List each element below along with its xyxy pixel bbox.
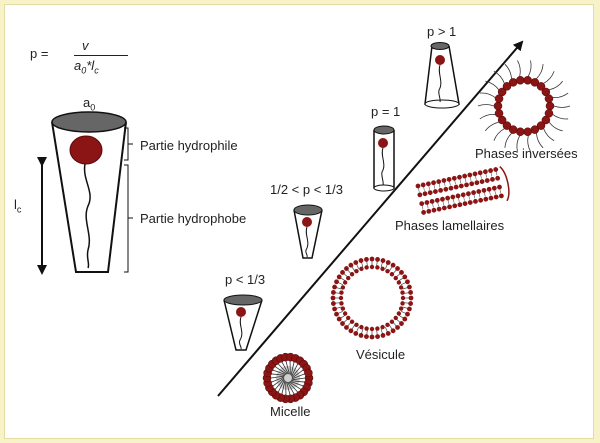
inverse-phase-structure [477, 60, 571, 152]
vesicle-label: Vésicule [356, 347, 406, 362]
hydrophobic-label: Partie hydrophobe [140, 211, 247, 226]
lamellar-label: Phases lamellaires [395, 218, 505, 233]
micelle-label: Micelle [270, 404, 311, 419]
hydrophilic-brace [124, 127, 133, 161]
inverted-cone-shape-4 [424, 42, 460, 109]
cone-length-label: lc [14, 197, 22, 215]
condition-label-4: p > 1 [427, 24, 457, 39]
cone-top-label: a0 [83, 95, 96, 113]
formula-numerator: v [82, 38, 89, 53]
formula-lhs: p = [30, 46, 49, 61]
cylinder-shape-3 [373, 125, 395, 192]
cone-shape-1 [223, 294, 263, 351]
inverse-phase-label: Phases inversées [475, 146, 578, 161]
main-cone-icon [51, 111, 127, 273]
hydrophobic-tail [83, 163, 91, 269]
vesicle-structure [330, 256, 414, 340]
condition-label-1: p < 1/3 [225, 272, 266, 287]
formula-denominator: a0*lc [74, 58, 99, 76]
condition-label-2: 1/2 < p < 1/3 [270, 182, 344, 197]
micelle-structure [262, 352, 314, 404]
hydrophobic-brace [124, 164, 133, 273]
cone-shape-2 [293, 204, 323, 259]
increasing-p-arrow [217, 40, 524, 397]
condition-label-3: p = 1 [371, 104, 401, 119]
lamellar-structure [415, 166, 510, 215]
polar-head [69, 135, 103, 165]
hydrophilic-label: Partie hydrophile [140, 138, 238, 153]
formula-fraction-bar [74, 55, 128, 56]
